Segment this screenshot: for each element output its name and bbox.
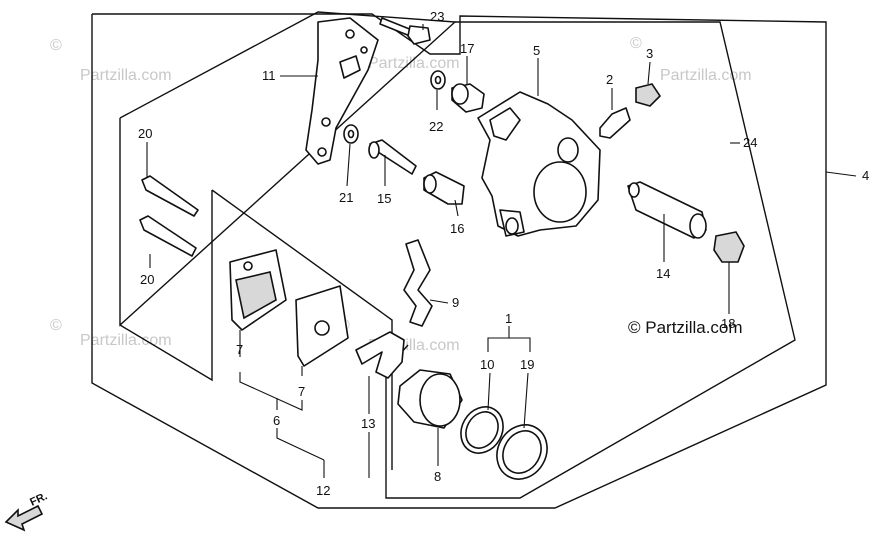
callout-9: 9 [452,295,459,310]
callout-16: 16 [450,221,464,236]
callout-20-upper: 20 [138,126,152,141]
callout-8: 8 [434,469,441,484]
part-21-washer-hole [347,129,355,139]
part-16-bolt [423,171,465,205]
part-13-shim [355,331,405,379]
watermark-copyright: © [50,317,62,334]
leader-lines [146,24,857,478]
watermark-copyright: © [630,35,642,52]
arrow-left-icon [4,504,44,532]
callout-4: 4 [862,168,869,183]
part-19-dust-seal [496,424,548,480]
part-17-boot [451,83,485,113]
callout-23: 23 [430,9,444,24]
part-15-pin [368,139,417,175]
callout-3: 3 [646,46,653,61]
front-label: FR. [28,490,49,508]
part-9-spring-clip [403,239,433,327]
callout-12: 12 [316,483,330,498]
part-20-pin-upper [141,175,199,217]
callout-10: 10 [480,357,494,372]
part-11-bracket [305,17,379,165]
part-23-bolt [379,17,431,45]
callout-18: 18 [721,316,735,331]
callout-7-right: 7 [298,384,305,399]
callout-7-left: 7 [236,342,243,357]
pin-group-lower-edge [119,190,213,382]
watermark-top-center: Partzilla.com [368,55,460,72]
part-20-pin-lower [139,215,197,257]
watermark-top-right: Partzilla.com [660,67,752,84]
part-2-bleeder [599,107,631,139]
front-indicator: FR. [4,490,49,532]
callout-21: 21 [339,190,353,205]
callout-15: 15 [377,191,391,206]
callout-13: 13 [361,416,375,431]
callout-5: 5 [533,43,540,58]
callout-24: 24 [743,135,757,150]
callout-14: 14 [656,266,670,281]
part-5-caliper-body [477,91,601,237]
part-7-pad-left [229,249,287,331]
callout-17: 17 [460,41,474,56]
watermark-bottom-left: Partzilla.com [80,332,172,349]
callout-19: 19 [520,357,534,372]
callout-6: 6 [273,413,280,428]
callout-numbers: 23 11 17 5 2 3 24 4 22 20 21 15 16 20 14… [138,9,869,498]
pad-kit-outline [211,189,393,470]
callout-1: 1 [505,311,512,326]
part-7-pad-right [295,285,349,367]
watermark-top-left: Partzilla.com [80,67,172,84]
callout-20-lower: 20 [140,272,154,287]
part-10-piston-seal [460,406,504,454]
part-3-cap [635,83,662,107]
callout-22: 22 [429,119,443,134]
pin-group-outline [119,11,457,327]
callout-11: 11 [262,68,276,83]
part-18-boot [713,231,745,263]
part-8-piston [397,369,463,429]
callout-2: 2 [606,72,613,87]
watermark-main: © Partzilla.com [628,318,743,337]
watermark-copyright: © [50,37,62,54]
part-14-sleeve [627,181,707,239]
part-22-washer-hole [434,75,442,85]
